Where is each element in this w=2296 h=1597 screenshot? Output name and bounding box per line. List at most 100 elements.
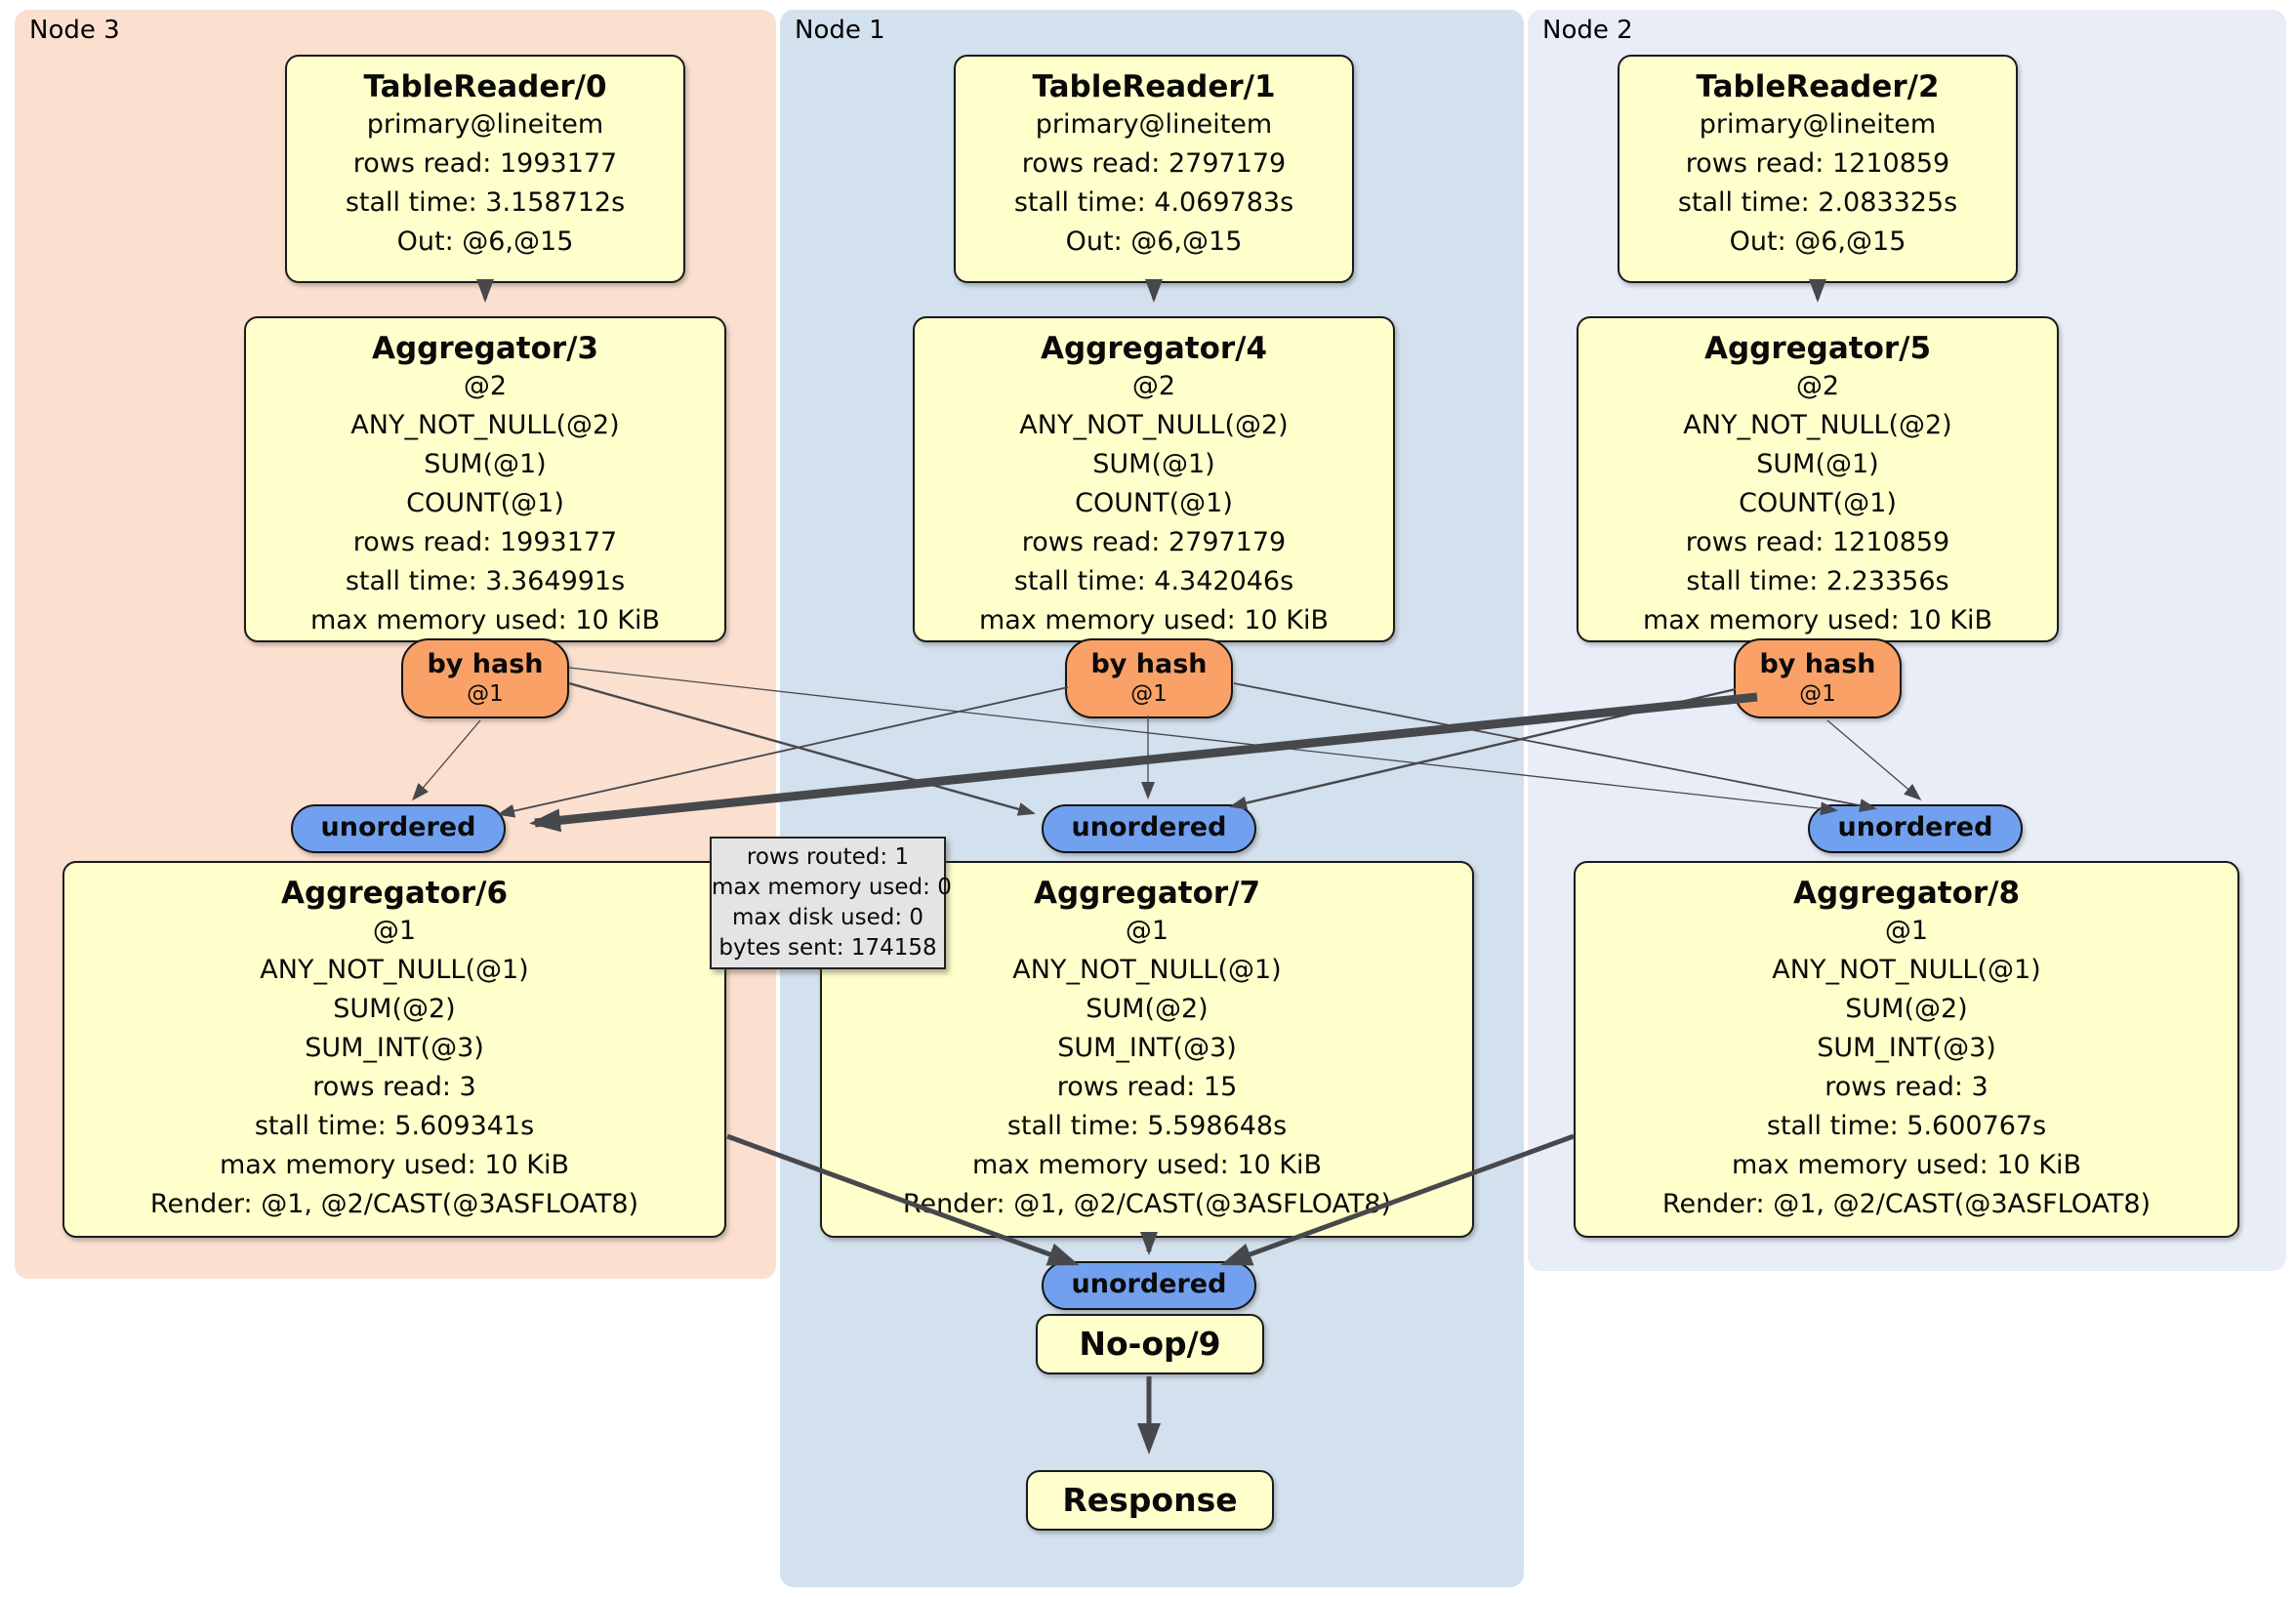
stat-line: stall time: 3.364991s — [345, 566, 626, 596]
stat-line: max memory used: 10 KiB — [219, 1150, 570, 1180]
edge-agg6-syncfinal[interactable] — [726, 1133, 1080, 1266]
stat-line: stall time: 4.069783s — [1013, 187, 1294, 218]
edge-router2-sync2[interactable] — [1826, 719, 1922, 800]
stat-line: SUM(@1) — [424, 449, 547, 479]
stat-line: stall time: 4.342046s — [1013, 566, 1294, 596]
edge-router1-sync2[interactable] — [1233, 682, 1877, 812]
processor-title: Aggregator/6 — [280, 876, 509, 911]
stat-line: stall time: 5.609341s — [254, 1111, 535, 1141]
processor-title: Aggregator/5 — [1703, 331, 1932, 366]
router-label: by hash — [1759, 649, 1876, 679]
stat-line: rows read: 1993177 — [352, 527, 618, 557]
stat-line: ANY_NOT_NULL(@2) — [1019, 410, 1289, 440]
sync-unordered-final[interactable]: unordered — [1042, 1261, 1256, 1310]
stat-line: @2 — [463, 371, 508, 401]
edge-router1-sync3[interactable] — [497, 686, 1069, 818]
stat-line: primary@lineitem — [1699, 109, 1937, 140]
stat-line: rows read: 3 — [1824, 1072, 1988, 1102]
stat-line: max memory used: 10 KiB — [1731, 1150, 2082, 1180]
stat-line: max memory used: 0 — [712, 875, 952, 900]
stat-line: rows read: 15 — [1056, 1072, 1238, 1102]
stat-line: max memory used: 10 KiB — [978, 605, 1330, 635]
stat-line: @1 — [1125, 916, 1169, 946]
processor-title: Response — [1062, 1481, 1238, 1519]
stat-line: stall time: 5.598648s — [1006, 1111, 1288, 1141]
stat-line: SUM(@1) — [1756, 449, 1879, 479]
stat-line: SUM(@1) — [1092, 449, 1215, 479]
processor-title: TableReader/1 — [1032, 69, 1276, 104]
node3-label: Node 3 — [29, 16, 120, 45]
stat-line: ANY_NOT_NULL(@2) — [1683, 410, 1952, 440]
stat-line: ANY_NOT_NULL(@2) — [350, 410, 620, 440]
stat-line: Render: @1, @2/CAST(@3ASFLOAT8) — [1661, 1189, 2152, 1219]
stat-line: rows read: 3 — [312, 1072, 476, 1102]
stat-line: Out: @6,@15 — [396, 226, 574, 257]
stat-line: max disk used: 0 — [731, 905, 924, 930]
stat-line: SUM(@2) — [333, 994, 456, 1024]
edge-tooltip-stats: rows routed: 1 max memory used: 0 max disk… — [712, 842, 952, 963]
edge-router2-sync1[interactable] — [1229, 687, 1737, 810]
router-column: @1 — [467, 681, 504, 707]
router-by-hash-node2[interactable]: by hash @1 — [1734, 638, 1902, 718]
stat-line: SUM(@2) — [1086, 994, 1209, 1024]
stat-line: bytes sent: 174158 — [718, 935, 937, 961]
stat-line: Render: @1, @2/CAST(@3ASFLOAT8) — [902, 1189, 1392, 1219]
processor-title: Aggregator/3 — [371, 331, 599, 366]
processor-title: Aggregator/8 — [1792, 876, 2021, 911]
stat-line: COUNT(@1) — [406, 488, 564, 518]
stat-line: max memory used: 10 KiB — [971, 1150, 1323, 1180]
stat-line: ANY_NOT_NULL(@1) — [1772, 955, 2041, 985]
edge-router3-sync2[interactable] — [568, 667, 1838, 816]
stat-line: max memory used: 10 KiB — [309, 605, 661, 635]
router-column: @1 — [1130, 681, 1168, 707]
processor-noop-9[interactable]: No-op/9 — [1036, 1314, 1264, 1374]
processor-title: Aggregator/7 — [1033, 876, 1261, 911]
stat-line: @1 — [372, 916, 417, 946]
processor-title: TableReader/2 — [1696, 69, 1940, 104]
stat-line: rows read: 2797179 — [1021, 527, 1287, 557]
stat-line: SUM(@2) — [1845, 994, 1968, 1024]
router-by-hash-node3[interactable]: by hash @1 — [401, 638, 569, 718]
stat-line: primary@lineitem — [366, 109, 604, 140]
stat-line: @2 — [1795, 371, 1840, 401]
edge-agg8-syncfinal[interactable] — [1220, 1133, 1575, 1266]
processor-response[interactable]: Response — [1026, 1470, 1274, 1531]
router-label: by hash — [1090, 649, 1208, 679]
edge-router2-sync3[interactable] — [529, 692, 1758, 833]
stat-line: @2 — [1131, 371, 1176, 401]
stat-line: Render: @1, @2/CAST(@3ASFLOAT8) — [149, 1189, 639, 1219]
stat-line: stall time: 2.23356s — [1686, 566, 1949, 596]
sync-unordered-node3[interactable]: unordered — [291, 804, 506, 853]
processor-title: Aggregator/4 — [1040, 331, 1268, 366]
sync-unordered-node2[interactable]: unordered — [1808, 804, 2023, 853]
stat-line: rows read: 2797179 — [1021, 148, 1287, 179]
edge-router3-sync3[interactable] — [412, 719, 481, 801]
stat-line: SUM_INT(@3) — [305, 1033, 484, 1063]
stat-line: Out: @6,@15 — [1065, 226, 1243, 257]
edge-router3-sync1[interactable] — [568, 681, 1036, 816]
stat-line: max memory used: 10 KiB — [1642, 605, 1993, 635]
router-by-hash-node1[interactable]: by hash @1 — [1065, 638, 1233, 718]
stat-line: ANY_NOT_NULL(@1) — [260, 955, 529, 985]
stat-line: COUNT(@1) — [1739, 488, 1897, 518]
router-column: @1 — [1799, 681, 1836, 707]
sync-unordered-node1[interactable]: unordered — [1042, 804, 1256, 853]
processor-title: TableReader/0 — [363, 69, 607, 104]
stat-line: rows read: 1210859 — [1685, 527, 1950, 557]
processor-title: No-op/9 — [1079, 1325, 1221, 1363]
stat-line: rows routed: 1 — [746, 844, 910, 870]
stat-line: stall time: 2.083325s — [1677, 187, 1958, 218]
